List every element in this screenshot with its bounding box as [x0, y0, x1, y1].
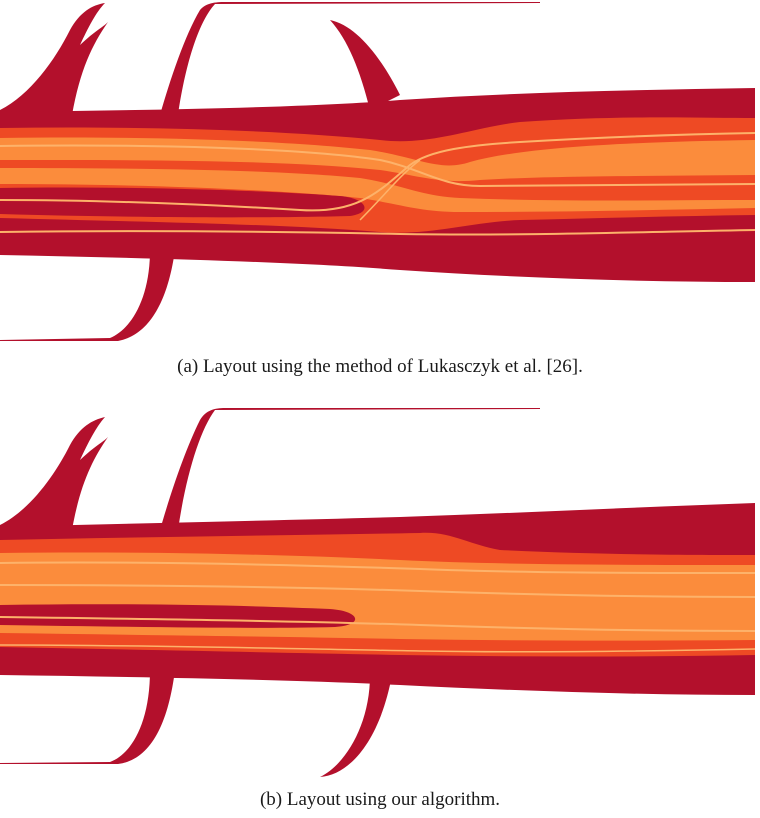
- panel-b-svg: [0, 408, 756, 777]
- branch-b-4: [320, 675, 392, 777]
- branch-a-1: [0, 3, 108, 140]
- branch-b-3: [0, 670, 175, 764]
- branch-b-2: [160, 408, 540, 530]
- panel-a-flow-diagram: [0, 0, 760, 345]
- trunk-b-highlight-1: [0, 561, 756, 574]
- trunk-a-highlight-3: [0, 229, 756, 236]
- trunk-a-inner-2: [0, 168, 755, 212]
- panel-b-caption: (b) Layout using our algorithm.: [259, 789, 501, 810]
- panel-a-caption: (a) Layout using the method of Lukasczyk…: [177, 356, 583, 377]
- trunk-a-highlight-4: [359, 159, 421, 221]
- trunk-a-highlight-2: [0, 132, 756, 212]
- trunk-b-highlight-2: [0, 584, 756, 598]
- panel-b-flow-diagram: [0, 405, 760, 780]
- trunk-a-highlight-1: [0, 144, 756, 188]
- trunk-a-dark-streak: [0, 187, 365, 218]
- branch-a-4: [0, 250, 175, 341]
- branch-b-1: [0, 417, 108, 555]
- trunk-b-highlight-3: [0, 616, 756, 632]
- branch-a-3: [330, 20, 400, 110]
- trunk-b-highlight-4: [0, 644, 756, 653]
- panel-a-svg: [0, 2, 756, 341]
